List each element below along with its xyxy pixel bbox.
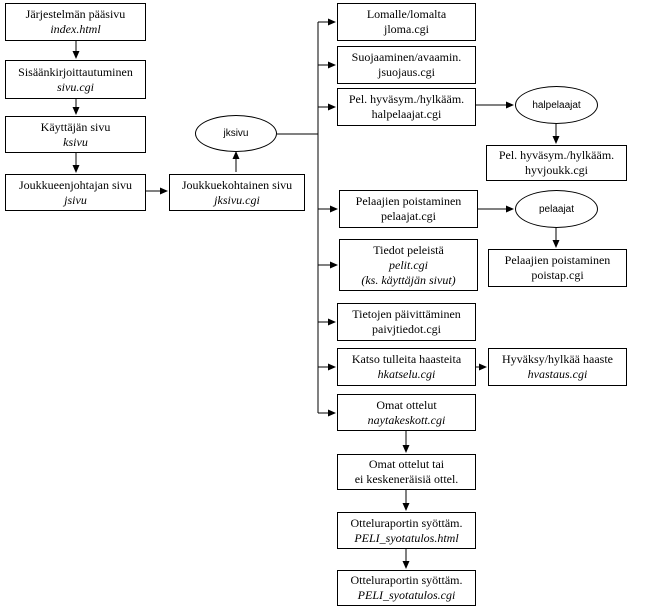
node-title: Käyttäjän sivu [40,119,111,134]
node-title: Joukkuekohtainen sivu [181,177,293,192]
node-hvastaus: Hyväksy/hylkää haaste hvastaus.cgi [488,348,627,386]
node-hkatselu: Katso tulleita haasteita hkatselu.cgi [337,348,476,386]
node-title: Tiedot peleistä [373,242,444,257]
node-note: (ks. käyttäjän sivut) [361,272,456,287]
node-file: hkatselu.cgi [377,367,436,381]
node-paivjtiedot: Tietojen päivittäminen paivjtiedot.cgi [337,303,476,341]
node-subtitle: ei keskeneräisiä ottel. [354,472,459,486]
node-file: index.html [50,22,101,36]
node-index: Järjestelmän pääsivu index.html [5,3,146,41]
node-sivu: Sisäänkirjoittautuminen sivu.cgi [5,60,146,99]
node-title: Joukkueenjohtajan sivu [19,177,132,192]
node-file: pelaajat.cgi [381,209,436,223]
node-jksivu: Joukkuekohtainen sivu jksivu.cgi [169,174,305,211]
node-file: jksivu.cgi [214,192,260,207]
node-pelaajat: Pelaajien poistaminen pelaajat.cgi [339,190,478,228]
node-hyvjoukk: Pel. hyväsym./hylkääm. hyvjoukk.cgi [486,145,627,181]
node-file: paivjtiedot.cgi [372,322,441,336]
node-halpelaajat: Pel. hyväsym./hylkääm. halpelaajat.cgi [337,88,476,126]
node-file: naytakeskott.cgi [367,412,446,427]
node-file: pelit.cgi [389,257,428,272]
node-title: Pelaajien poistaminen [504,253,611,267]
node-title: Hyväksy/hylkää haaste [502,352,613,366]
node-syotatulos-html: Otteluraportin syöttäm. PELI_syotatulos.… [337,512,476,549]
oval-pelaajat: pelaajat [515,190,598,228]
node-keskeneraisia: Omat ottelut tai ei keskeneräisiä ottel. [337,454,476,490]
node-title: Otteluraportin syöttäm. [350,573,463,587]
node-title: Sisäänkirjoittautuminen [18,64,133,79]
node-title: Suojaaminen/avaamin. [351,50,462,64]
node-title: Pel. hyväsym./hylkääm. [348,92,465,106]
node-file: halpelaajat.cgi [371,107,442,121]
node-title: Tietojen päivittäminen [352,307,461,321]
node-title: Otteluraportin syöttäm. [350,515,463,530]
oval-jksivu: jksivu [195,115,277,152]
node-syotatulos-cgi: Otteluraportin syöttäm. PELI_syotatulos.… [337,570,476,606]
node-title: Omat ottelut tai [368,457,445,471]
node-file: PELI_syotatulos.cgi [357,588,456,602]
node-title: Pelaajien poistaminen [355,194,462,208]
node-ksivu: Käyttäjän sivu ksivu [5,116,146,153]
node-file: hvastaus.cgi [527,367,588,381]
oval-halpelaajat: halpelaajat [515,86,598,124]
node-jsivu: Joukkueenjohtajan sivu jsivu [5,174,146,211]
node-title: Pel. hyväsym./hylkääm. [498,148,615,162]
node-file: sivu.cgi [57,79,94,94]
node-file: jsuojaus.cgi [378,65,435,79]
node-poistap: Pelaajien poistaminen poistap.cgi [488,249,627,287]
node-jloma: Lomalle/lomalta jloma.cgi [337,3,476,41]
node-naytakeskott: Omat ottelut naytakeskott.cgi [337,394,476,431]
node-title: Katso tulleita haasteita [351,352,462,366]
node-pelit: Tiedot peleistä pelit.cgi (ks. käyttäjän… [339,239,478,291]
node-file: jsivu [64,192,87,207]
node-title: Omat ottelut [376,397,437,412]
node-title: Lomalle/lomalta [366,7,447,21]
node-file: poistap.cgi [531,268,584,282]
node-jsuojaus: Suojaaminen/avaamin. jsuojaus.cgi [337,46,476,84]
node-title: Järjestelmän pääsivu [25,7,126,21]
node-file: hyvjoukk.cgi [525,163,588,177]
node-file: ksivu [63,134,88,149]
node-file: jloma.cgi [384,22,429,36]
node-file: PELI_syotatulos.html [354,530,459,545]
